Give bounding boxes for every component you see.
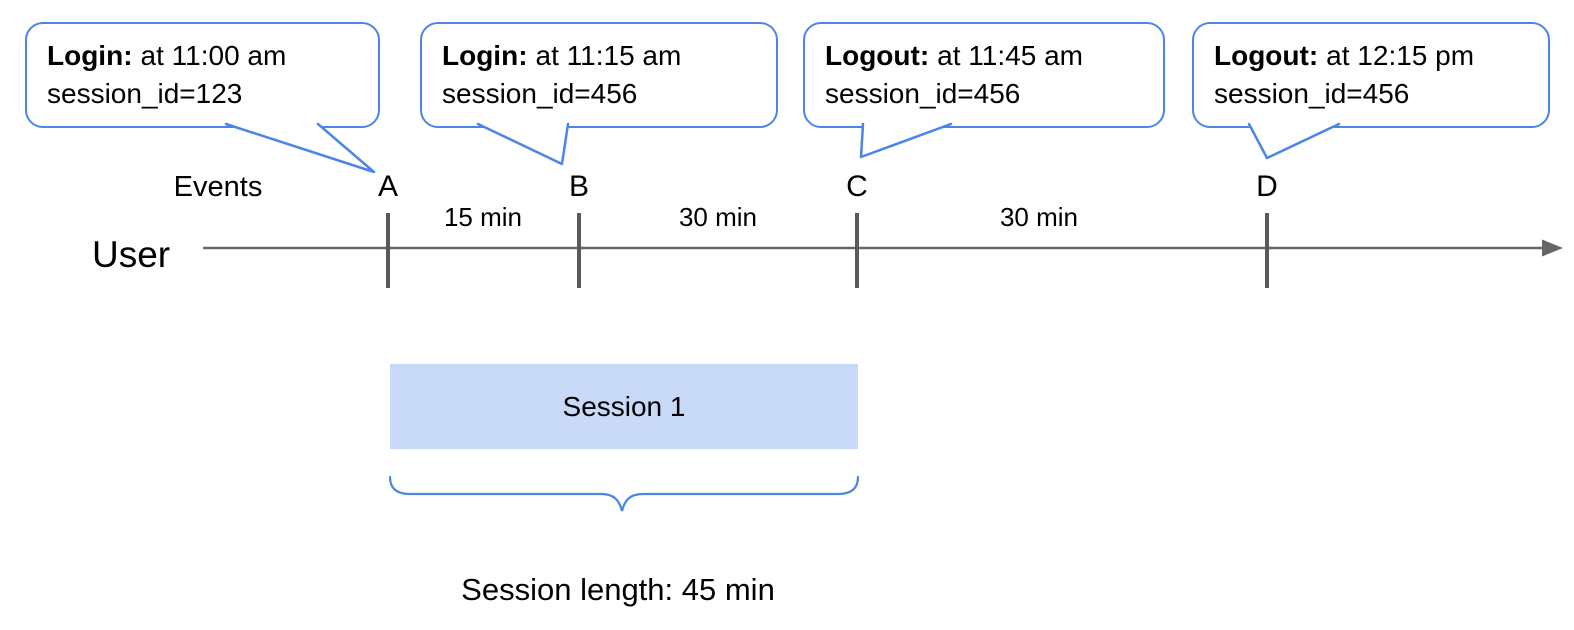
callout-bubble-login-b: Login:at 11:15 am session_id=456 xyxy=(420,22,778,128)
event-label-c: C xyxy=(846,170,868,203)
session-1-box: Session 1 xyxy=(390,364,858,449)
callout-bubble-login-a: Login:at 11:00 am session_id=123 xyxy=(25,22,380,128)
session-1-label: Session 1 xyxy=(562,390,686,422)
callout-session-id: session_id=456 xyxy=(442,78,638,109)
callout-bubble-logout-c: Logout:at 11:45 am session_id=456 xyxy=(803,22,1165,128)
callout-line-1: Login:at 11:00 am xyxy=(47,37,370,75)
callout-event-type: Login: xyxy=(442,40,528,71)
user-axis-label: User xyxy=(92,234,171,275)
events-row-label: Events xyxy=(173,171,263,203)
callout-event-time: at 11:00 am xyxy=(140,40,287,71)
callout-event-type: Logout: xyxy=(1214,40,1319,71)
interval-label-c-d: 30 min xyxy=(999,202,1079,232)
event-label-a: A xyxy=(377,170,398,203)
callout-line-1: Logout:at 12:15 pm xyxy=(1214,37,1540,75)
callout-event-time: at 11:45 am xyxy=(937,40,1083,71)
callout-event-type: Login: xyxy=(47,40,133,71)
callout-event-type: Logout: xyxy=(825,40,930,71)
callout-event-time: at 11:15 am xyxy=(535,40,682,71)
callout-session-id: session_id=456 xyxy=(825,78,1021,109)
callout-tail-a xyxy=(224,122,376,174)
timeline-arrowhead xyxy=(1542,239,1563,257)
callout-line-1: Logout:at 11:45 am xyxy=(825,37,1155,75)
session-length-caption: Session length: 45 min xyxy=(461,572,775,607)
callout-tail-b xyxy=(476,122,570,166)
session-length-brace xyxy=(388,475,860,512)
callout-tail-d xyxy=(1247,122,1341,160)
event-label-d: D xyxy=(1256,170,1278,203)
event-label-b: B xyxy=(568,170,589,203)
interval-label-b-c: 30 min xyxy=(678,202,758,232)
callout-session-id: session_id=123 xyxy=(47,78,243,109)
callout-line-1: Login:at 11:15 am xyxy=(442,37,768,75)
callout-event-time: at 12:15 pm xyxy=(1326,40,1475,71)
callout-bubble-logout-d: Logout:at 12:15 pm session_id=456 xyxy=(1192,22,1550,128)
callout-session-id: session_id=456 xyxy=(1214,78,1410,109)
callout-tail-c xyxy=(859,122,953,159)
interval-label-a-b: 15 min xyxy=(443,202,523,232)
